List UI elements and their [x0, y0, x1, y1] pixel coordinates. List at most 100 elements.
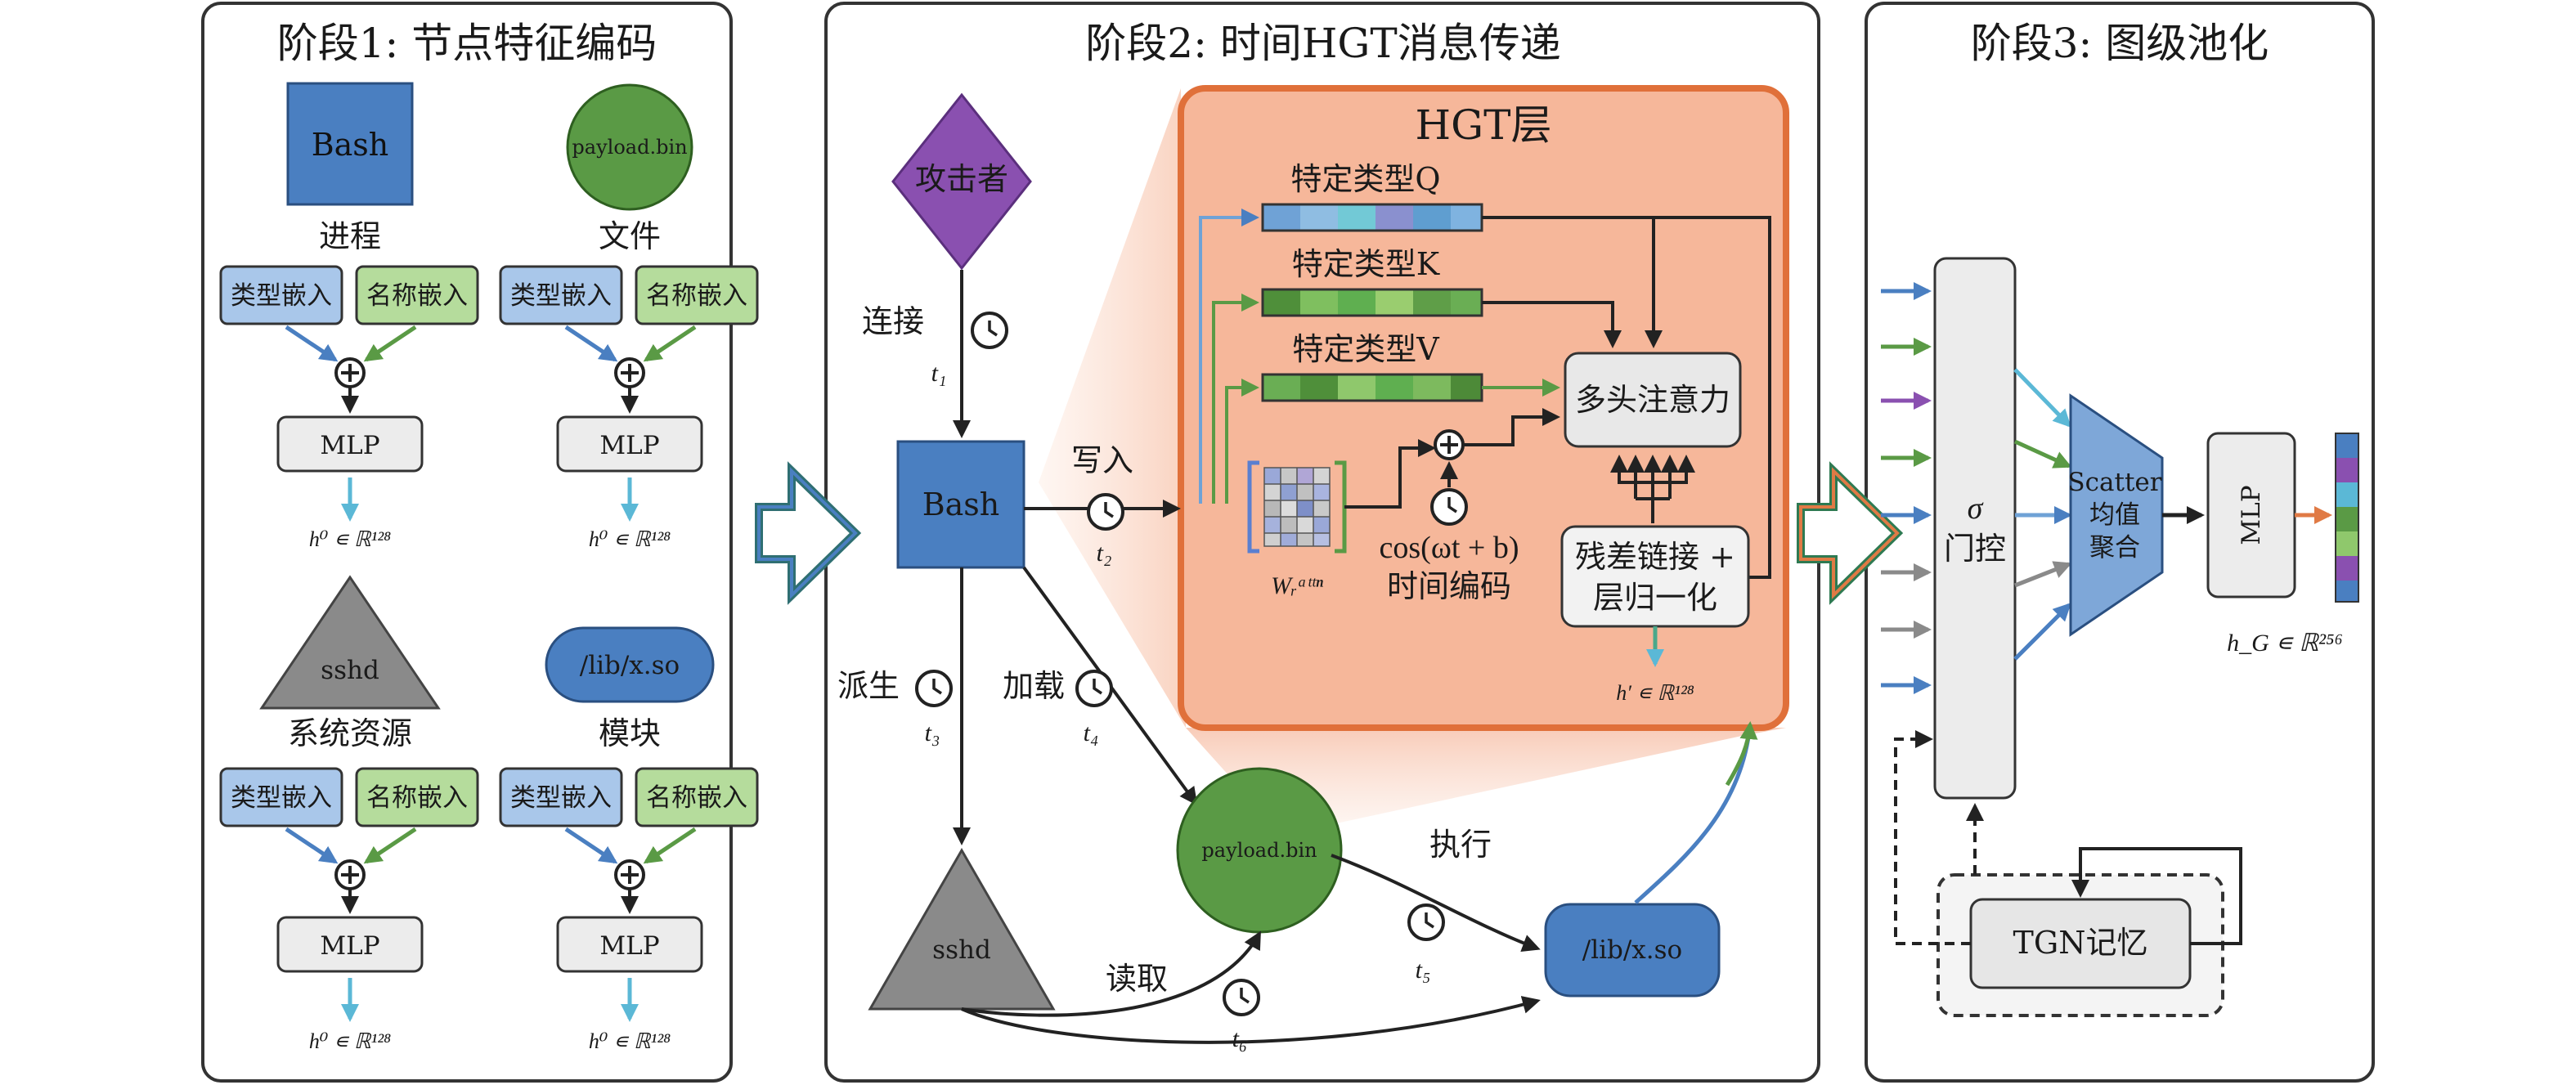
edge-connect-label: 连接 — [862, 303, 924, 339]
file-node-text: payload.bin — [572, 136, 687, 159]
mlp-box — [276, 415, 424, 473]
cos-label: cos(ωt + b) — [1380, 531, 1519, 565]
type-embed-label: 类型嵌入 — [231, 281, 332, 311]
hollow-arrow-icon — [755, 461, 862, 605]
embed-block-module: 类型嵌入 名称嵌入 MLP h⁰ ∊ ℝ¹²⁸ — [499, 767, 759, 1053]
name-embed-box — [635, 265, 759, 325]
file-label: 文件 — [599, 218, 661, 254]
name-embed-label: 名称嵌入 — [646, 783, 747, 813]
edge-t3-label: t₃ — [925, 720, 940, 746]
type-embed-label: 类型嵌入 — [510, 281, 612, 311]
stage3-mlp-label: MLP — [2237, 485, 2266, 545]
w-attn-label: Wᵣᵃᵗᵗⁿ — [1271, 572, 1323, 599]
stage3-input-arrows — [1881, 282, 1932, 694]
type-embed-box — [499, 767, 623, 827]
sshd-node-text: sshd — [932, 935, 991, 965]
v-vector-bar — [1261, 373, 1483, 402]
clock-icon — [1223, 979, 1260, 1016]
mlp-box — [276, 916, 424, 973]
mlp-box — [556, 916, 703, 973]
hgt-fan-bottom — [1186, 728, 1786, 826]
lib-node-pill — [1544, 903, 1721, 998]
k-label: 特定类型K — [1292, 246, 1440, 282]
scatter-label-2: 均值 — [2089, 500, 2140, 530]
edge-exec-label: 执行 — [1429, 827, 1492, 863]
mlp-label: MLP — [320, 431, 379, 460]
gate-sigma-label: σ — [1968, 491, 1984, 526]
type-embed-box — [219, 767, 343, 827]
type-embed-box — [219, 265, 343, 325]
bash-node-text: Bash — [922, 486, 1000, 522]
name-embed-box — [355, 265, 479, 325]
hgt-title: HGT层 — [1416, 101, 1552, 149]
name-embed-label: 名称嵌入 — [366, 281, 468, 311]
mlp-box — [556, 415, 703, 473]
plus-circle-icon — [334, 859, 366, 890]
h0-label: h⁰ ∊ ℝ¹²⁸ — [589, 1029, 671, 1053]
h-prime-label: h′ ∊ ℝ¹²⁸ — [1616, 681, 1694, 705]
hg-vector-bar — [2335, 433, 2359, 603]
clock-icon — [1407, 903, 1445, 941]
resource-node-triangle — [259, 575, 441, 710]
plus-circle-icon — [614, 357, 645, 388]
process-label: 进程 — [319, 218, 381, 254]
attacker-node-text: 攻击者 — [915, 161, 1008, 197]
plus-circle-icon — [1434, 429, 1465, 460]
q-label: 特定类型Q — [1290, 161, 1440, 197]
h0-label: h⁰ ∊ ℝ¹²⁸ — [309, 1029, 391, 1053]
type-embed-box — [499, 265, 623, 325]
module-node-pill — [545, 626, 715, 703]
gate-bar — [1933, 257, 2017, 800]
name-embed-box — [355, 767, 479, 827]
attacker-node-diamond — [891, 92, 1032, 271]
scatter-label-1: Scatter — [2067, 468, 2161, 497]
tgn-memory-label: TGN记忆 — [2013, 925, 2148, 961]
hg-label: h_G ∊ ℝ²⁵⁶ — [2227, 630, 2343, 657]
k-vector-bar — [1261, 288, 1483, 317]
h0-label: h⁰ ∊ ℝ¹²⁸ — [309, 527, 391, 551]
edge-read-label: 读取 — [1106, 961, 1168, 997]
stage3-title: 阶段3: 图级池化 — [1971, 20, 2269, 67]
attention-fork — [1610, 455, 1695, 523]
edge-t5-label: t₅ — [1416, 957, 1431, 984]
type-embed-label: 类型嵌入 — [510, 783, 612, 813]
resource-node-text: sshd — [321, 656, 379, 685]
h0-label: h⁰ ∊ ℝ¹²⁸ — [589, 527, 671, 551]
module-label: 模块 — [599, 715, 661, 751]
scatter-label-3: 聚合 — [2089, 533, 2140, 563]
embed-block-resource: 类型嵌入 名称嵌入 MLP h⁰ ∊ ℝ¹²⁸ — [219, 767, 479, 1053]
clock-icon — [1075, 670, 1113, 707]
edge-t2-label: t₂ — [1097, 540, 1112, 567]
scatter-mean-trapezoid — [2069, 393, 2164, 637]
gate-output-arrows — [2013, 368, 2072, 661]
name-embed-box — [635, 767, 759, 827]
payload-node-text: payload.bin — [1201, 839, 1317, 862]
multihead-attention-label: 多头注意力 — [1575, 382, 1730, 418]
clock-icon — [1430, 488, 1468, 526]
clock-icon — [915, 670, 953, 707]
edge-spawn-label: 派生 — [837, 668, 900, 704]
resource-label: 系统资源 — [288, 715, 412, 751]
mlp-label: MLP — [320, 931, 379, 961]
lib-node-text: /lib/x.so — [1582, 935, 1682, 965]
stage2-title: 阶段2: 时间HGT消息传递 — [1085, 20, 1560, 67]
w-attn-matrix — [1247, 460, 1347, 554]
gate-label: 门控 — [1944, 531, 2006, 567]
module-node-text: /lib/x.so — [580, 651, 680, 680]
edge-t1-label: t₁ — [931, 360, 947, 387]
residual-label-1: 残差链接 + — [1575, 539, 1735, 575]
edge-load-label: 加载 — [1003, 668, 1065, 704]
q-vector-bar — [1261, 203, 1483, 232]
embed-block-file: 类型嵌入 名称嵌入 MLP h⁰ ∊ ℝ¹²⁸ — [499, 265, 759, 551]
multihead-attention-box — [1564, 352, 1742, 448]
edge-t6-label: t₆ — [1232, 1025, 1248, 1052]
hgt-fan-left — [1039, 88, 1186, 728]
clock-icon — [971, 312, 1008, 349]
bash-node-square — [896, 440, 1025, 569]
file-node-circle — [566, 83, 693, 211]
hollow-arrow-icon — [1797, 461, 1904, 605]
stage1-title: 阶段1: 节点特征编码 — [277, 20, 657, 67]
edge-write-label: 写入 — [1071, 442, 1133, 478]
time-encoding-label: 时间编码 — [1387, 568, 1511, 604]
plus-circle-icon — [334, 357, 366, 388]
